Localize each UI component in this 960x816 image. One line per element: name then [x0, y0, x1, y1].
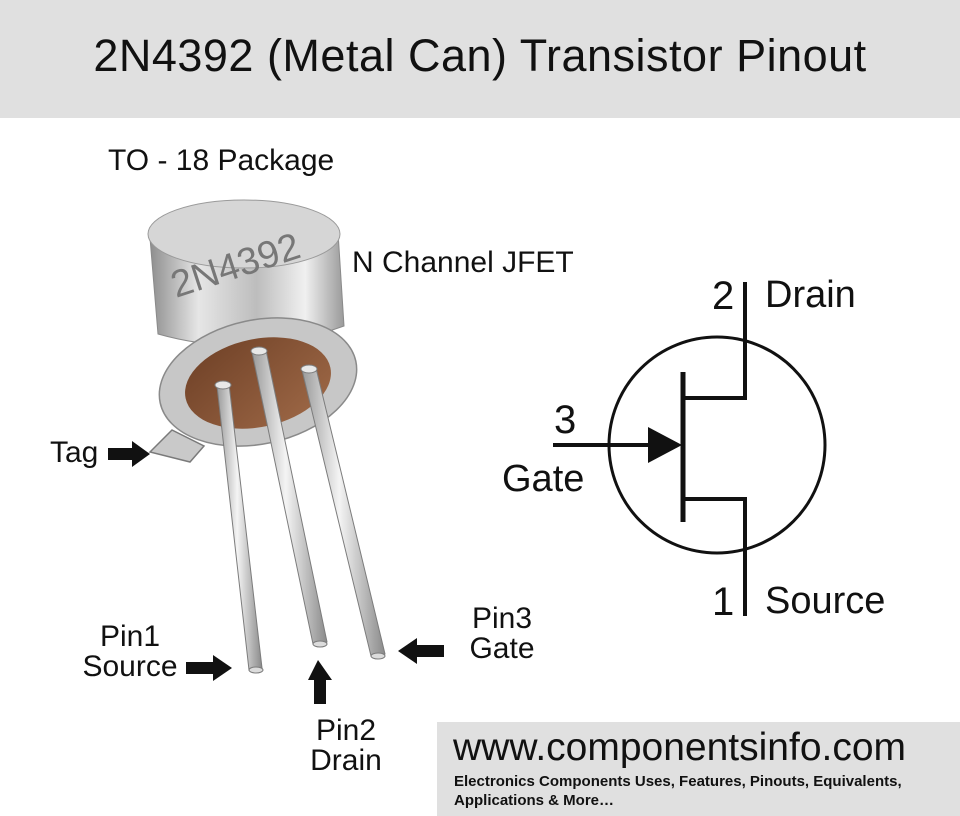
pin1-label: Pin1 Source	[80, 622, 180, 682]
drain-pin-label: Drain	[765, 274, 856, 316]
to18-can: 2N4392	[147, 199, 386, 674]
pin1-name: Source	[82, 650, 178, 683]
page-title: 2N4392 (Metal Can) Transistor Pinout	[93, 30, 867, 81]
arrow-tag	[108, 441, 150, 467]
pin3-label: Pin3 Gate	[454, 604, 550, 664]
arrow-pin2	[308, 660, 332, 704]
jfet-symbol	[553, 282, 827, 616]
pin2-label: Pin2 Drain	[296, 716, 396, 776]
pin2-name: Drain	[310, 744, 382, 777]
site-url[interactable]: www.componentsinfo.com	[453, 726, 907, 769]
arrow-pin3	[398, 638, 444, 664]
can-top	[147, 199, 341, 269]
pin1-number: Pin1	[99, 620, 161, 653]
source-pin-label: Source	[765, 580, 886, 622]
drain-pin-number: 2	[712, 274, 735, 318]
source-pin-number: 1	[712, 580, 735, 624]
pin3-number: Pin3	[471, 602, 533, 635]
tag-label: Tag	[50, 436, 99, 469]
tab-tag	[148, 429, 206, 463]
brand-footer: www.componentsinfo.com Electronics Compo…	[437, 722, 960, 816]
title-banner: 2N4392 (Metal Can) Transistor Pinout	[0, 0, 960, 118]
gate-arrow	[648, 427, 682, 463]
gate-pin-number: 3	[554, 398, 577, 442]
site-tagline: Electronics Components Uses, Features, P…	[454, 773, 902, 809]
gate-pin-label: Gate	[502, 458, 585, 500]
pin2-number: Pin2	[315, 714, 377, 747]
package-label: TO - 18 Package	[108, 144, 335, 177]
pin3-name: Gate	[469, 632, 535, 665]
channel-type-label: N Channel JFET	[352, 246, 574, 279]
arrow-pin1	[186, 655, 232, 681]
